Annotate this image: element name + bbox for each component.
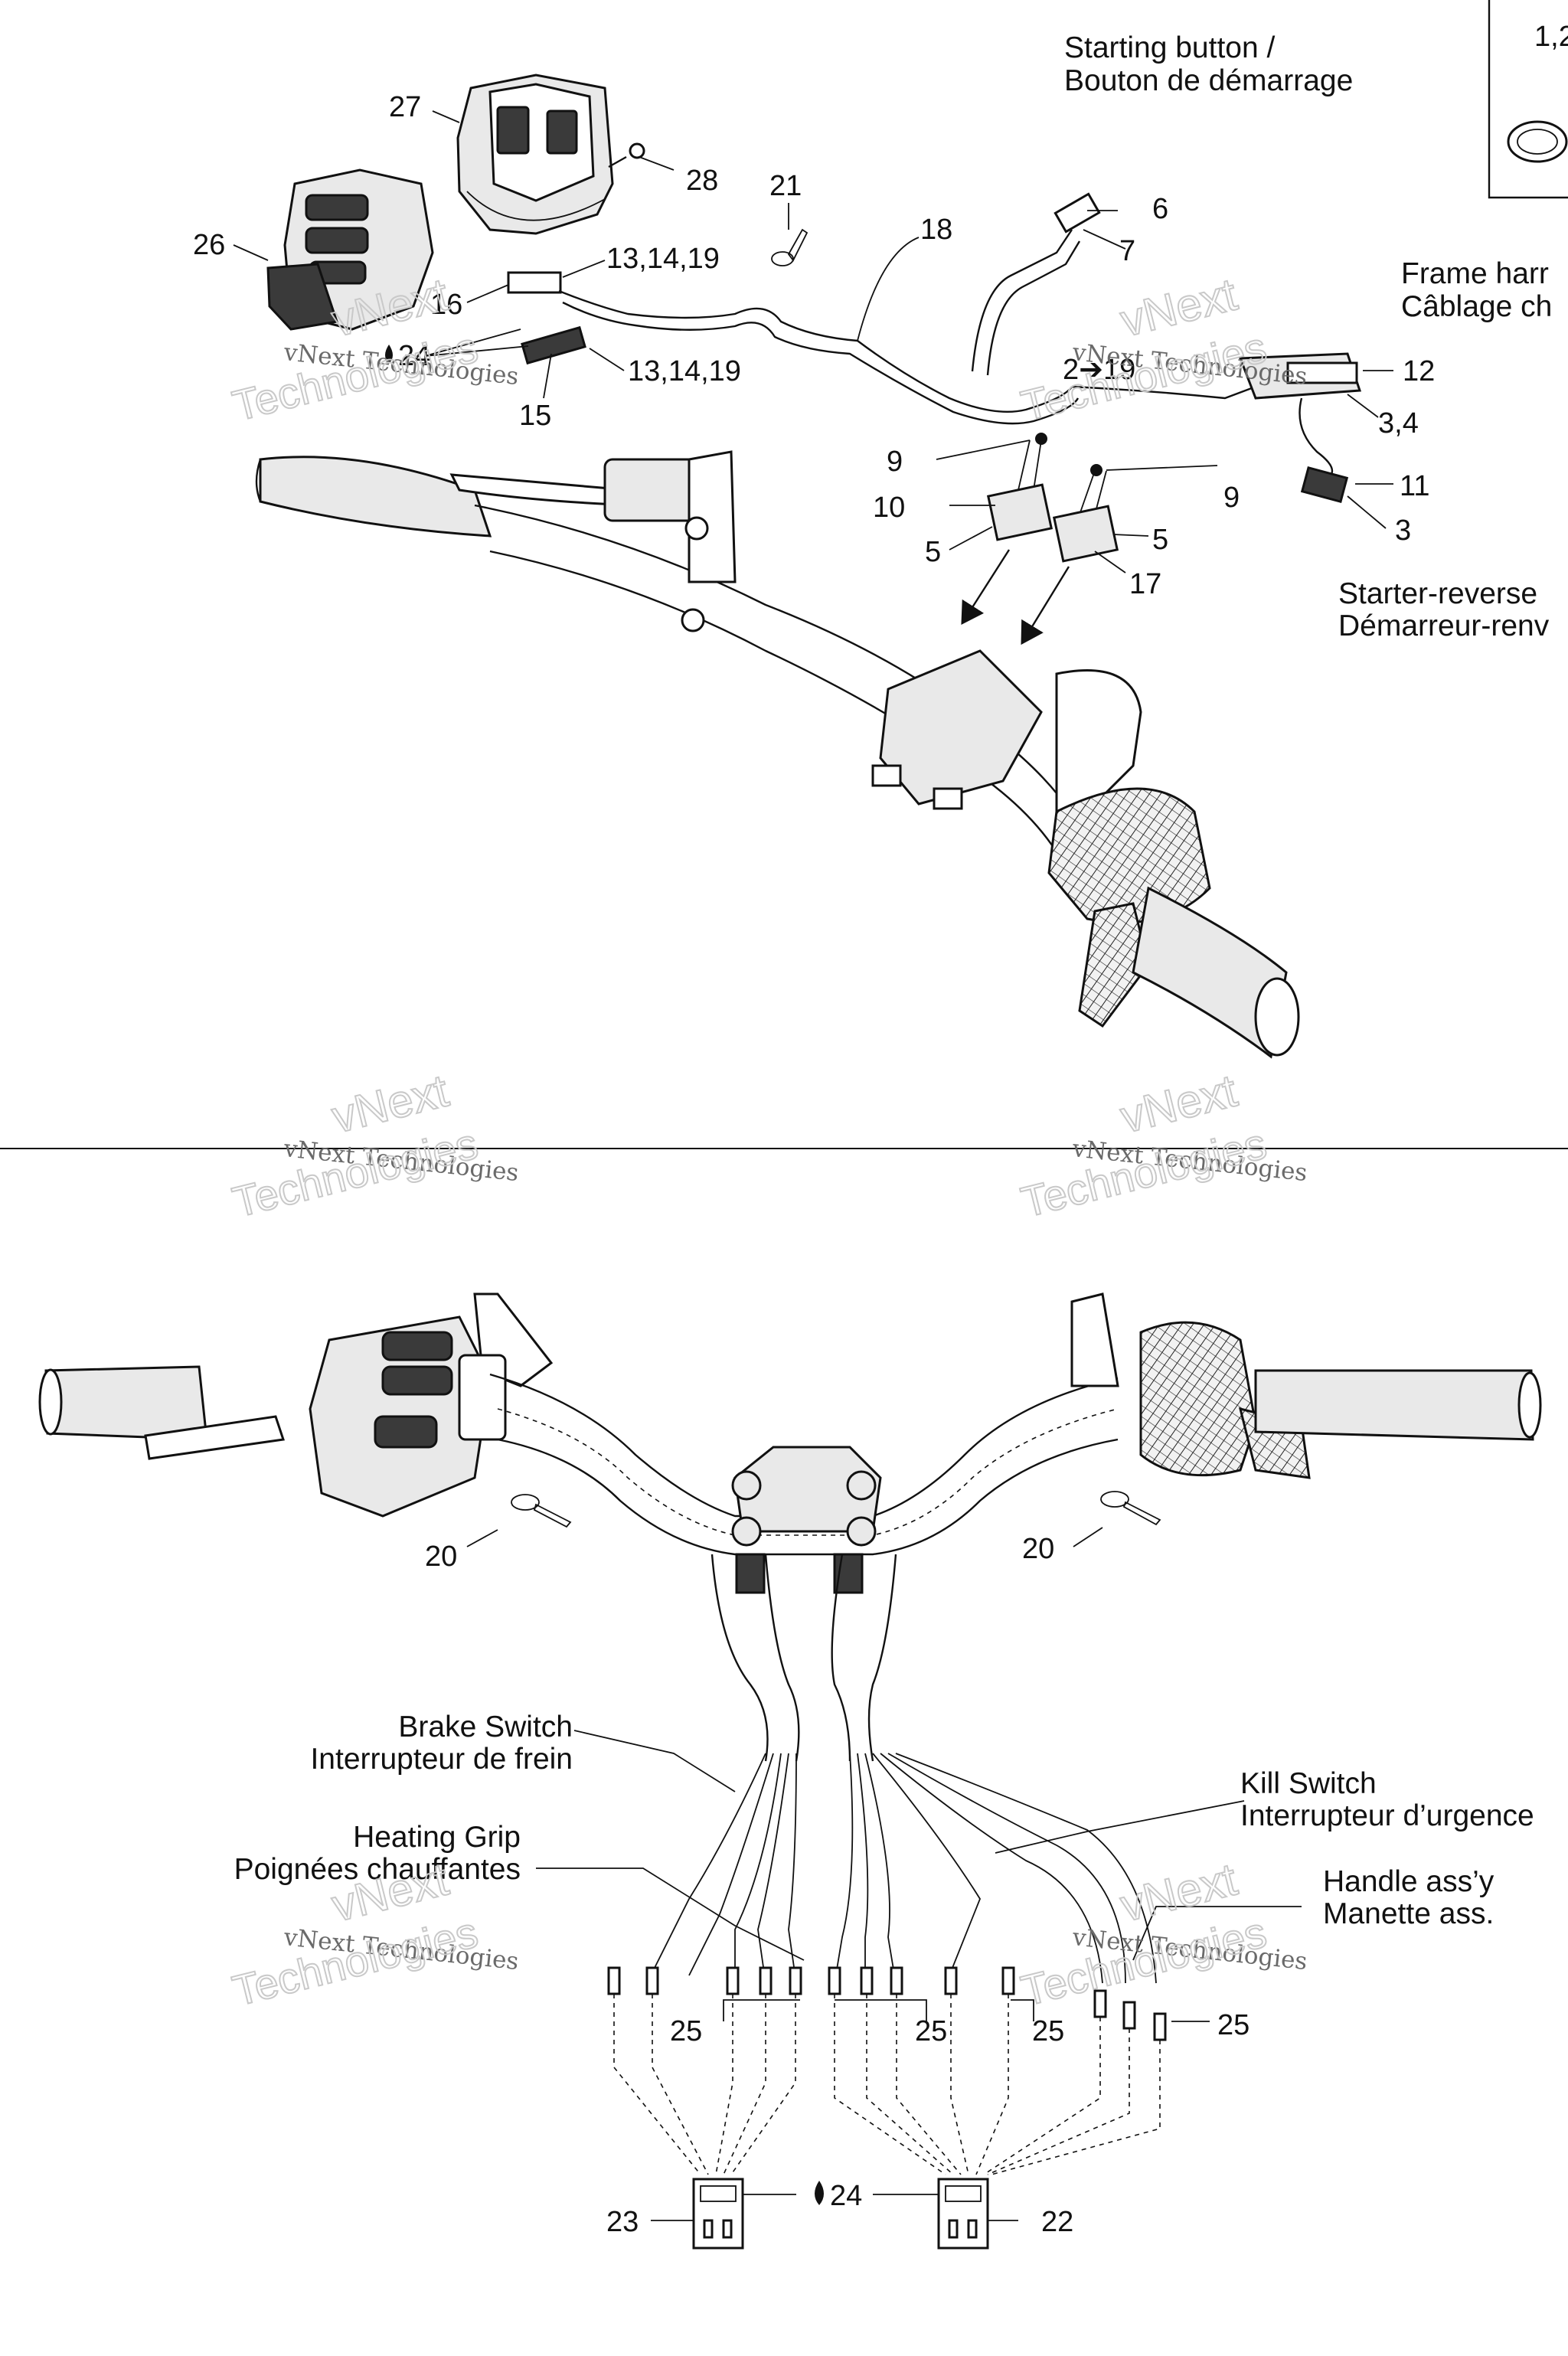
leader-lines — [233, 110, 1393, 2221]
left-switch-housing — [309, 1292, 554, 1518]
tie-wrap-right — [1100, 1491, 1161, 1526]
callout-18: 18 — [920, 214, 952, 246]
callout-23: 23 — [606, 2206, 639, 2238]
callout-2-19: 2➔19 — [1063, 354, 1135, 386]
callout-13-14-19-b: 13,14,19 — [628, 355, 741, 387]
callout-12: 12 — [1403, 355, 1435, 387]
callout-24-bottom-label: 24 — [830, 2180, 862, 2212]
callout-28: 28 — [686, 165, 718, 197]
caption-kill-switch-fr: Interrupteur d’urgence — [1240, 1799, 1534, 1832]
drop-icon — [815, 2181, 824, 2205]
right-throttle-housing — [1139, 1321, 1257, 1477]
connector-22 — [937, 2178, 989, 2250]
caption-frame-harness-en: Frame harr — [1401, 257, 1549, 290]
left-grip — [44, 1365, 208, 1441]
watermark-3: vNext vNext Technologies Technologies — [227, 1064, 521, 1227]
callout-9-left: 9 — [887, 446, 903, 478]
screw — [608, 142, 645, 168]
callout-21: 21 — [769, 170, 802, 202]
callout-24-top: 24 — [385, 340, 430, 372]
tie-wrap — [771, 228, 808, 266]
callout-20-right: 20 — [1022, 1533, 1054, 1565]
connector-12 — [1238, 352, 1362, 400]
brake-lever — [144, 1415, 285, 1460]
plug-11 — [1300, 466, 1349, 504]
dashed-mapping — [613, 1994, 1161, 2175]
drop-icon — [385, 345, 393, 364]
callout-3-4: 3,4 — [1378, 407, 1419, 440]
connector-16 — [507, 271, 562, 294]
callout-9-right: 9 — [1223, 482, 1240, 514]
caption-brake-switch-fr: Interrupteur de frein — [310, 1743, 573, 1776]
arrow-right — [1021, 566, 1070, 645]
captions: Starting button / Bouton de démarrage Fr… — [234, 31, 1553, 1930]
callout-25-c: 25 — [1032, 2015, 1064, 2047]
caption-heating-grip-en: Heating Grip — [353, 1821, 521, 1854]
bottom-assembly — [38, 1292, 1542, 2250]
tie-wrap-left — [511, 1494, 572, 1528]
callout-10: 10 — [873, 492, 905, 524]
caption-starter-reverse-fr: Démarreur-renv — [1338, 609, 1550, 642]
callouts: 27 28 21 26 13,14,19 16 24 13,14,19 15 1… — [193, 91, 1435, 2238]
callout-7: 7 — [1119, 235, 1135, 267]
callout-25-b: 25 — [915, 2015, 947, 2047]
callout-25-d: 25 — [1217, 2009, 1250, 2041]
callout-3: 3 — [1395, 515, 1411, 547]
inset-box: 1,2 — [1488, 0, 1568, 199]
callout-24-bottom: 24 — [815, 2180, 862, 2212]
switch-module — [266, 168, 434, 331]
callout-17: 17 — [1129, 568, 1161, 600]
connector-15 — [521, 325, 586, 365]
caption-handle-assy-fr: Manette ass. — [1323, 1897, 1494, 1930]
inset-label: 1,2 — [1534, 21, 1568, 53]
callout-6: 6 — [1152, 193, 1168, 225]
callout-15: 15 — [519, 400, 551, 432]
arrow-left — [961, 549, 1011, 626]
callout-11: 11 — [1400, 470, 1429, 502]
switch-housing-cover — [456, 74, 614, 235]
callout-20-left: 20 — [425, 1541, 457, 1573]
caption-starting-button-en: Starting button / — [1064, 31, 1276, 64]
caption-starter-reverse-en: Starter-reverse — [1338, 577, 1537, 610]
plug-6 — [1054, 192, 1101, 234]
watermark-2: vNext vNext Technologies Technologies — [1016, 267, 1309, 430]
caption-kill-switch-en: Kill Switch — [1240, 1767, 1377, 1800]
caption-frame-harness-fr: Câblage ch — [1401, 290, 1552, 323]
callout-5-left: 5 — [925, 536, 941, 568]
handlebar-clamp — [731, 1446, 882, 1594]
watermark-6: vNext vNext Technologies Technologies — [1016, 1852, 1309, 2015]
callout-22: 22 — [1041, 2206, 1073, 2238]
callout-13-14-19-a: 13,14,19 — [606, 243, 720, 275]
handlebar-top — [255, 450, 1300, 1059]
callout-25-a: 25 — [670, 2015, 702, 2047]
callout-26: 26 — [193, 229, 225, 261]
top-assembly — [255, 74, 1362, 1059]
caption-handle-assy-en: Handle ass’y — [1323, 1865, 1494, 1898]
caption-brake-switch-en: Brake Switch — [398, 1711, 573, 1743]
caption-heating-grip-fr: Poignées chauffantes — [234, 1853, 521, 1886]
connectors-10-17 — [986, 433, 1119, 563]
connector-23 — [692, 2178, 744, 2250]
callout-27: 27 — [389, 91, 421, 123]
callout-5-right: 5 — [1152, 524, 1168, 556]
right-grip — [1254, 1369, 1534, 1441]
callout-16: 16 — [430, 289, 462, 321]
callout-24-top-label: 24 — [398, 340, 430, 372]
caption-starting-button-fr: Bouton de démarrage — [1064, 64, 1353, 97]
watermark-4: vNext vNext Technologies Technologies — [1016, 1064, 1309, 1227]
